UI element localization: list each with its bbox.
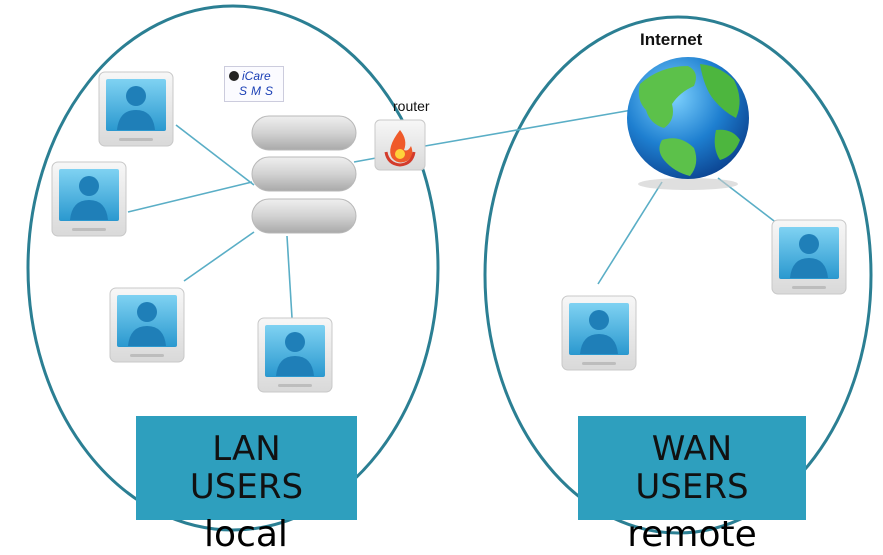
lan-label-line1: LAN (212, 429, 281, 469)
brand-line2: SMS (239, 84, 278, 98)
icare-logo-icon (229, 71, 239, 81)
server-stack-icon (251, 115, 357, 234)
wan-user-monitor-icon (771, 219, 847, 295)
lan-label-line2: USERS (189, 467, 304, 507)
wan-label-line1: WAN (651, 429, 733, 469)
brand-line1: iCare (242, 69, 271, 83)
lan-user-monitor-icon (257, 317, 333, 393)
router-icon (374, 119, 426, 171)
lan-sub-label: local (204, 514, 288, 555)
lan-user-monitor-icon (98, 71, 174, 147)
internet-globe-icon (627, 57, 749, 190)
wan-sub-label: remote (627, 514, 757, 555)
lan-user-monitor-icon (109, 287, 185, 363)
internet-label: Internet (640, 30, 703, 49)
wan-label-line2: USERS (635, 467, 749, 507)
lan-ellipse (26, 4, 440, 532)
router-label: router (393, 98, 430, 114)
icare-sms-logo: iCare SMS (224, 66, 284, 102)
lan-user-monitor-icon (51, 161, 127, 237)
lan-users-label-box: LAN USERS (136, 416, 357, 520)
wan-ellipse (483, 15, 873, 535)
wan-user-monitor-icon (561, 295, 637, 371)
wan-users-label-box: WAN USERS (578, 416, 806, 520)
